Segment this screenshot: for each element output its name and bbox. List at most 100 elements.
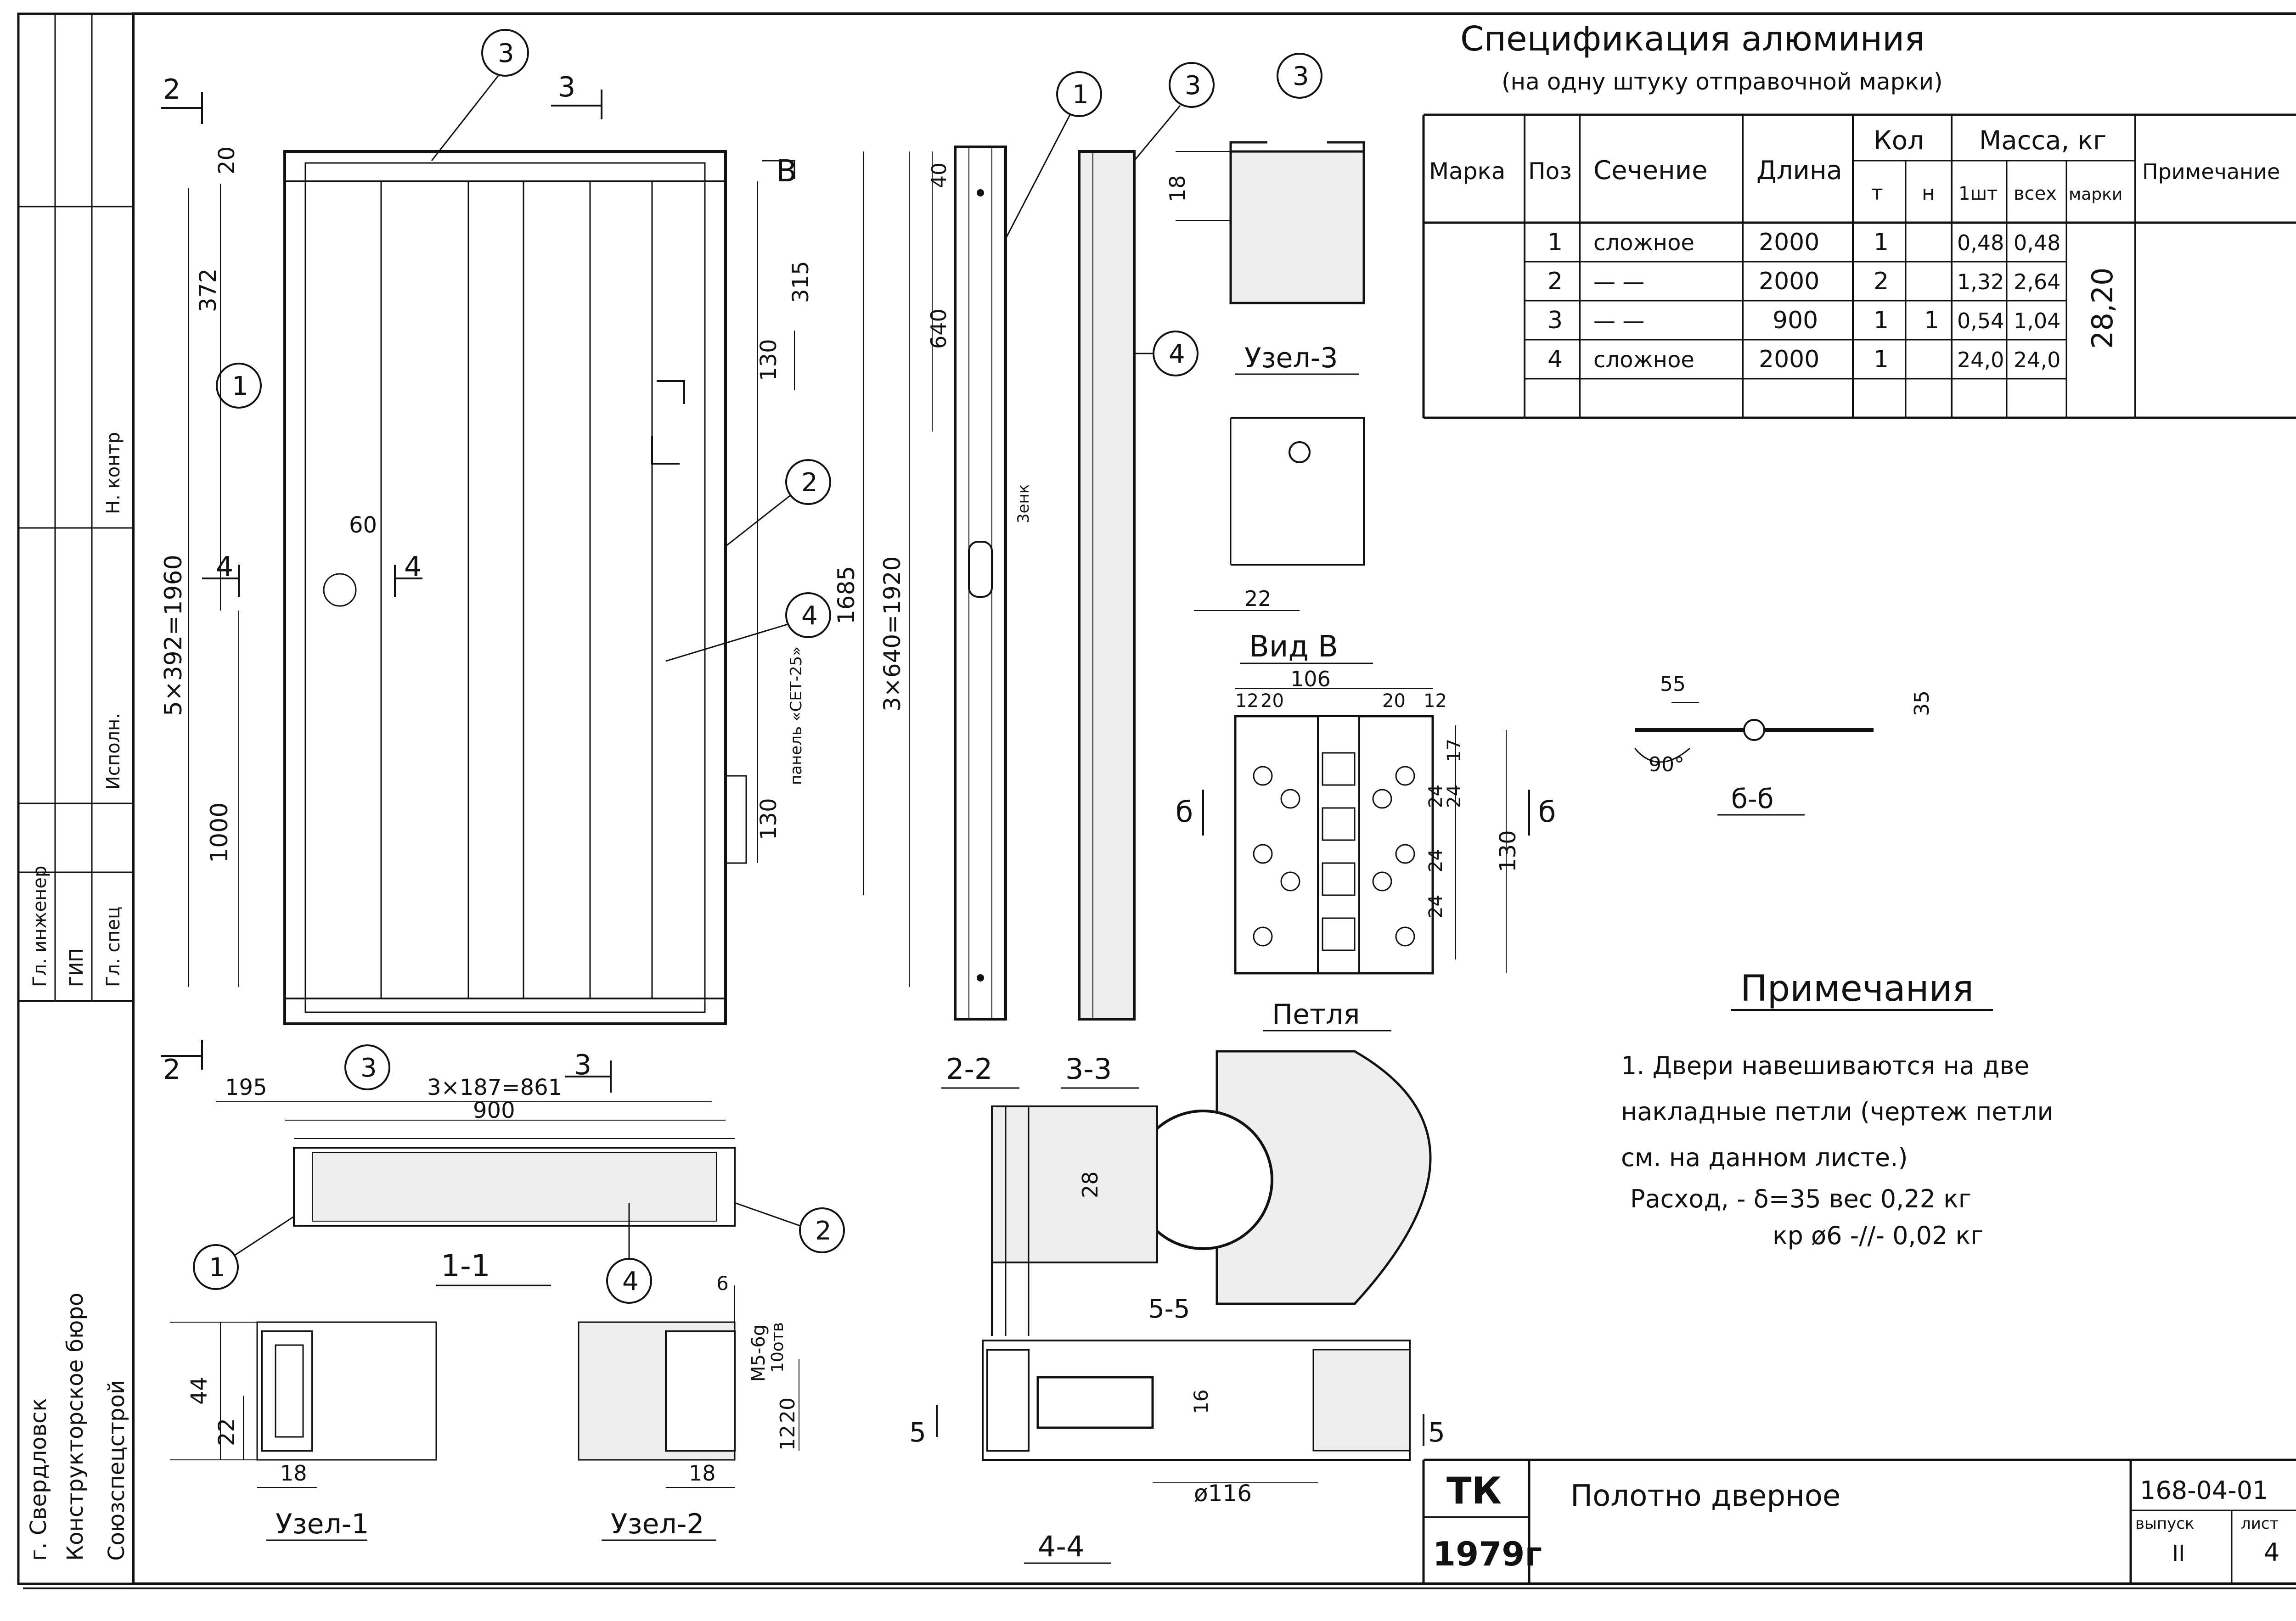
- stamp-org1: Союзспецстрой: [104, 1380, 129, 1561]
- dim-24-a: 24: [1425, 785, 1446, 808]
- svg-text:1: 1: [209, 1253, 225, 1283]
- spec-title: Спецификация алюминия: [1460, 19, 1925, 59]
- tb-sheet: 4: [2264, 1538, 2279, 1567]
- row1-unit: 0,48: [1957, 230, 2004, 255]
- dim-22-detail: 22: [1244, 586, 1272, 611]
- section-2-2-label: 2-2: [946, 1052, 992, 1086]
- cut2-bottom: 2: [163, 1054, 180, 1086]
- svg-text:3: 3: [498, 39, 514, 68]
- row4-all: 24,0: [2014, 348, 2060, 372]
- detail-node-1: 44 22 18 Узел-1: [170, 1321, 437, 1541]
- svg-text:4: 4: [1169, 339, 1185, 369]
- row1-section: сложное: [1593, 230, 1694, 256]
- cut5-left: 5: [909, 1417, 926, 1448]
- row4-unit: 24,0: [1957, 348, 2004, 372]
- hinge-knuckle-detail: 28: [991, 1050, 1432, 1336]
- row3-length: 900: [1773, 307, 1818, 334]
- stamp-org2: г. Свердловск: [26, 1398, 51, 1561]
- dim-12-a: 12: [1235, 690, 1259, 712]
- view-B-mark: В: [776, 153, 797, 189]
- cut6-left: б: [1176, 795, 1193, 829]
- row4-section: сложное: [1593, 347, 1694, 373]
- tb-name: Полотно дверное: [1570, 1479, 1840, 1513]
- section-5-5: 5-5 16 ø116 4-4 5 5: [909, 1294, 1445, 1564]
- detail-node-3: 18 Узел-3 22: [1165, 141, 1365, 611]
- dim-130-hinge: 130: [1495, 830, 1521, 872]
- callout-4-panel: 4: [665, 592, 831, 662]
- node2-label: Узел-2: [611, 1508, 704, 1540]
- row2-length: 2000: [1759, 268, 1819, 295]
- callout-1-profile: 1: [1005, 71, 1102, 239]
- node3-label: Узел-3: [1244, 342, 1338, 374]
- view-b-hinge: Вид В 106 12 20 20 12 17 24 24 24 24 130: [1176, 630, 1556, 1032]
- hinge-label: Петля: [1272, 998, 1360, 1031]
- thread-m5: М5-6g: [748, 1324, 769, 1382]
- dim-130-top: 130: [756, 339, 782, 381]
- side-stamp: Союзспецстрой Конструкторское бюро г. Св…: [17, 12, 135, 1585]
- section-6-6-label: б-б: [1731, 783, 1773, 814]
- callout-3-bottom: 3: [344, 1044, 390, 1090]
- row1-t: 1: [1874, 229, 1889, 256]
- section-3-3-profile: 3-3: [1061, 150, 1139, 1089]
- section-2-2-profile: 40 640 3×640=1920 3енк 2-2: [879, 146, 1033, 1089]
- dim-116: ø116: [1194, 1480, 1252, 1507]
- row3-pos: 3: [1548, 307, 1563, 334]
- tb-sheet-label: лист: [2241, 1514, 2279, 1533]
- node1-label: Узел-1: [276, 1508, 369, 1540]
- tb-issue: II: [2172, 1541, 2185, 1566]
- section-1-1-label: 1-1: [441, 1248, 490, 1284]
- dim-12-node2: 12: [776, 1425, 799, 1451]
- row4-t: 1: [1874, 346, 1889, 373]
- tb-year: 1979г: [1433, 1535, 1542, 1573]
- dim-20-node2: 20: [776, 1397, 799, 1423]
- spec-row-3: 3 — — 900 1 1 0,54 1,04: [1548, 307, 2060, 334]
- tb-issue-label: выпуск: [2135, 1514, 2194, 1533]
- notes-line5: кр ø6 -//- 0,02 кг: [1773, 1221, 1984, 1250]
- callouts: 3 1 2 4 3 1 4: [193, 29, 1322, 1304]
- stamp-org3: Конструкторское бюро: [62, 1293, 88, 1561]
- callout-2-section: 2: [734, 1202, 845, 1253]
- dim-60: 60: [349, 512, 377, 538]
- row2-unit: 1,32: [1957, 269, 2004, 294]
- hdr-note: Примечание: [2142, 159, 2280, 184]
- callout-2-right: 2: [725, 459, 831, 547]
- cut6-right: б: [1538, 795, 1556, 829]
- notes-line2: накладные петли (чертеж петли: [1621, 1097, 2054, 1126]
- stamp-role-1: ГИП: [66, 948, 87, 987]
- svg-text:4: 4: [801, 601, 818, 631]
- svg-text:3: 3: [1293, 62, 1309, 91]
- hdr-qty-n: н: [1922, 181, 1935, 205]
- section-5-5-label: 5-5: [1148, 1294, 1190, 1324]
- row3-n: 1: [1924, 307, 1939, 334]
- hdr-mass-unit: 1шт: [1958, 183, 1998, 204]
- row1-pos: 1: [1548, 229, 1563, 256]
- dim-315: 315: [788, 261, 814, 303]
- dim-5x392: 5×392=1960: [160, 555, 187, 716]
- dim-900: 900: [473, 1098, 515, 1123]
- notes-title: Примечания: [1740, 968, 1974, 1010]
- dim-1000: 1000: [206, 802, 233, 863]
- dim-35: 35: [1910, 690, 1934, 716]
- callout-1-left: 1: [216, 363, 262, 409]
- row2-pos: 2: [1548, 268, 1563, 295]
- svg-text:4: 4: [622, 1267, 639, 1296]
- callout-3-node: 3: [1277, 53, 1322, 99]
- dim-20: 20: [214, 146, 240, 174]
- row3-t: 1: [1874, 307, 1889, 334]
- notes-line4: Расход, - δ=35 вес 0,22 кг: [1630, 1184, 1971, 1213]
- row1-length: 2000: [1759, 229, 1819, 256]
- dim-18-node2: 18: [689, 1461, 716, 1486]
- hdr-qty: Кол: [1874, 126, 1924, 156]
- row4-pos: 4: [1548, 346, 1563, 373]
- mark-mass: 28,20: [2086, 268, 2119, 349]
- spec-subtitle: (на одну штуку отправочной марки): [1502, 68, 1943, 95]
- dim-640: 640: [926, 308, 951, 349]
- spec-row-1: 1 сложное 2000 1 0,48 0,48: [1548, 229, 2060, 256]
- cut4-left: 4: [216, 551, 233, 583]
- hdr-section: Сечение: [1593, 156, 1708, 185]
- stamp-role-4: Гл. спец: [103, 907, 124, 987]
- dim-18-node1: 18: [280, 1461, 307, 1486]
- svg-text:3: 3: [360, 1053, 377, 1083]
- stamp-role-2: Исполн.: [103, 713, 124, 790]
